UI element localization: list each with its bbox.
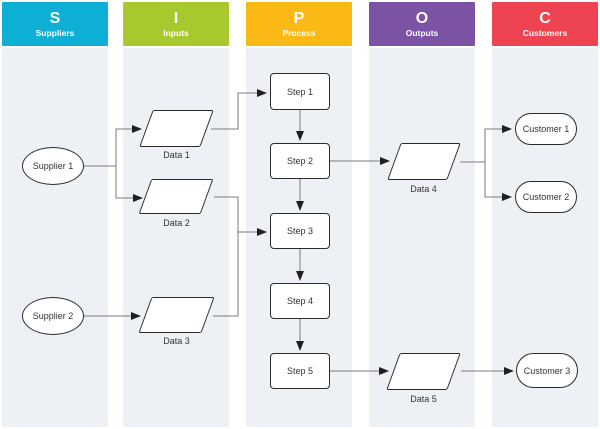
node-label: Step 4 xyxy=(286,296,314,306)
node-label: Supplier 2 xyxy=(32,311,74,321)
column-title: Inputs xyxy=(163,27,189,38)
node-label: Step 5 xyxy=(286,366,314,376)
node-data-3[interactable] xyxy=(138,297,215,333)
node-customer-2[interactable]: Customer 2 xyxy=(515,181,577,213)
column-title: Outputs xyxy=(405,27,439,38)
node-data-5-label: Data 5 xyxy=(410,394,437,404)
column-header-suppliers: S Suppliers xyxy=(2,2,108,46)
column-letter: P xyxy=(293,9,305,27)
node-data-2[interactable] xyxy=(138,179,214,214)
node-data-1-label: Data 1 xyxy=(163,150,190,160)
node-step-4[interactable]: Step 4 xyxy=(270,283,330,319)
column-lane-suppliers xyxy=(2,48,108,427)
node-label: Step 3 xyxy=(286,226,314,236)
node-data-3-label: Data 3 xyxy=(163,336,190,346)
column-outputs: O Outputs xyxy=(369,2,475,427)
node-supplier-2[interactable]: Supplier 2 xyxy=(22,297,84,335)
column-header-customers: C Customers xyxy=(492,2,598,46)
node-step-2[interactable]: Step 2 xyxy=(270,143,330,179)
node-label: Customer 2 xyxy=(522,192,570,202)
node-label: Customer 1 xyxy=(522,124,570,134)
column-lane-inputs xyxy=(123,48,229,427)
node-step-3[interactable]: Step 3 xyxy=(270,213,330,249)
node-step-1[interactable]: Step 1 xyxy=(270,73,330,110)
node-label: Supplier 1 xyxy=(32,161,74,171)
node-label: Customer 3 xyxy=(523,365,571,376)
column-customers: C Customers xyxy=(492,2,598,427)
column-letter: C xyxy=(539,9,551,27)
column-inputs: I Inputs xyxy=(123,2,229,427)
node-data-4-label: Data 4 xyxy=(410,184,437,194)
node-step-5[interactable]: Step 5 xyxy=(270,353,330,389)
node-customer-1[interactable]: Customer 1 xyxy=(515,113,577,145)
node-label: Step 1 xyxy=(286,86,314,97)
node-data-2-label: Data 2 xyxy=(163,218,190,228)
column-letter: O xyxy=(415,9,429,27)
node-customer-3[interactable]: Customer 3 xyxy=(516,353,578,388)
column-header-inputs: I Inputs xyxy=(123,2,229,46)
node-label: Step 2 xyxy=(286,156,314,166)
column-process: P Process xyxy=(246,2,352,427)
column-suppliers: S Suppliers xyxy=(2,2,108,427)
column-header-process: P Process xyxy=(246,2,352,46)
node-supplier-1[interactable]: Supplier 1 xyxy=(22,147,84,185)
column-title: Suppliers xyxy=(35,27,75,38)
column-letter: S xyxy=(49,9,61,27)
column-header-outputs: O Outputs xyxy=(369,2,475,46)
column-title: Process xyxy=(282,27,316,38)
column-title: Customers xyxy=(522,27,568,38)
column-letter: I xyxy=(173,9,179,27)
